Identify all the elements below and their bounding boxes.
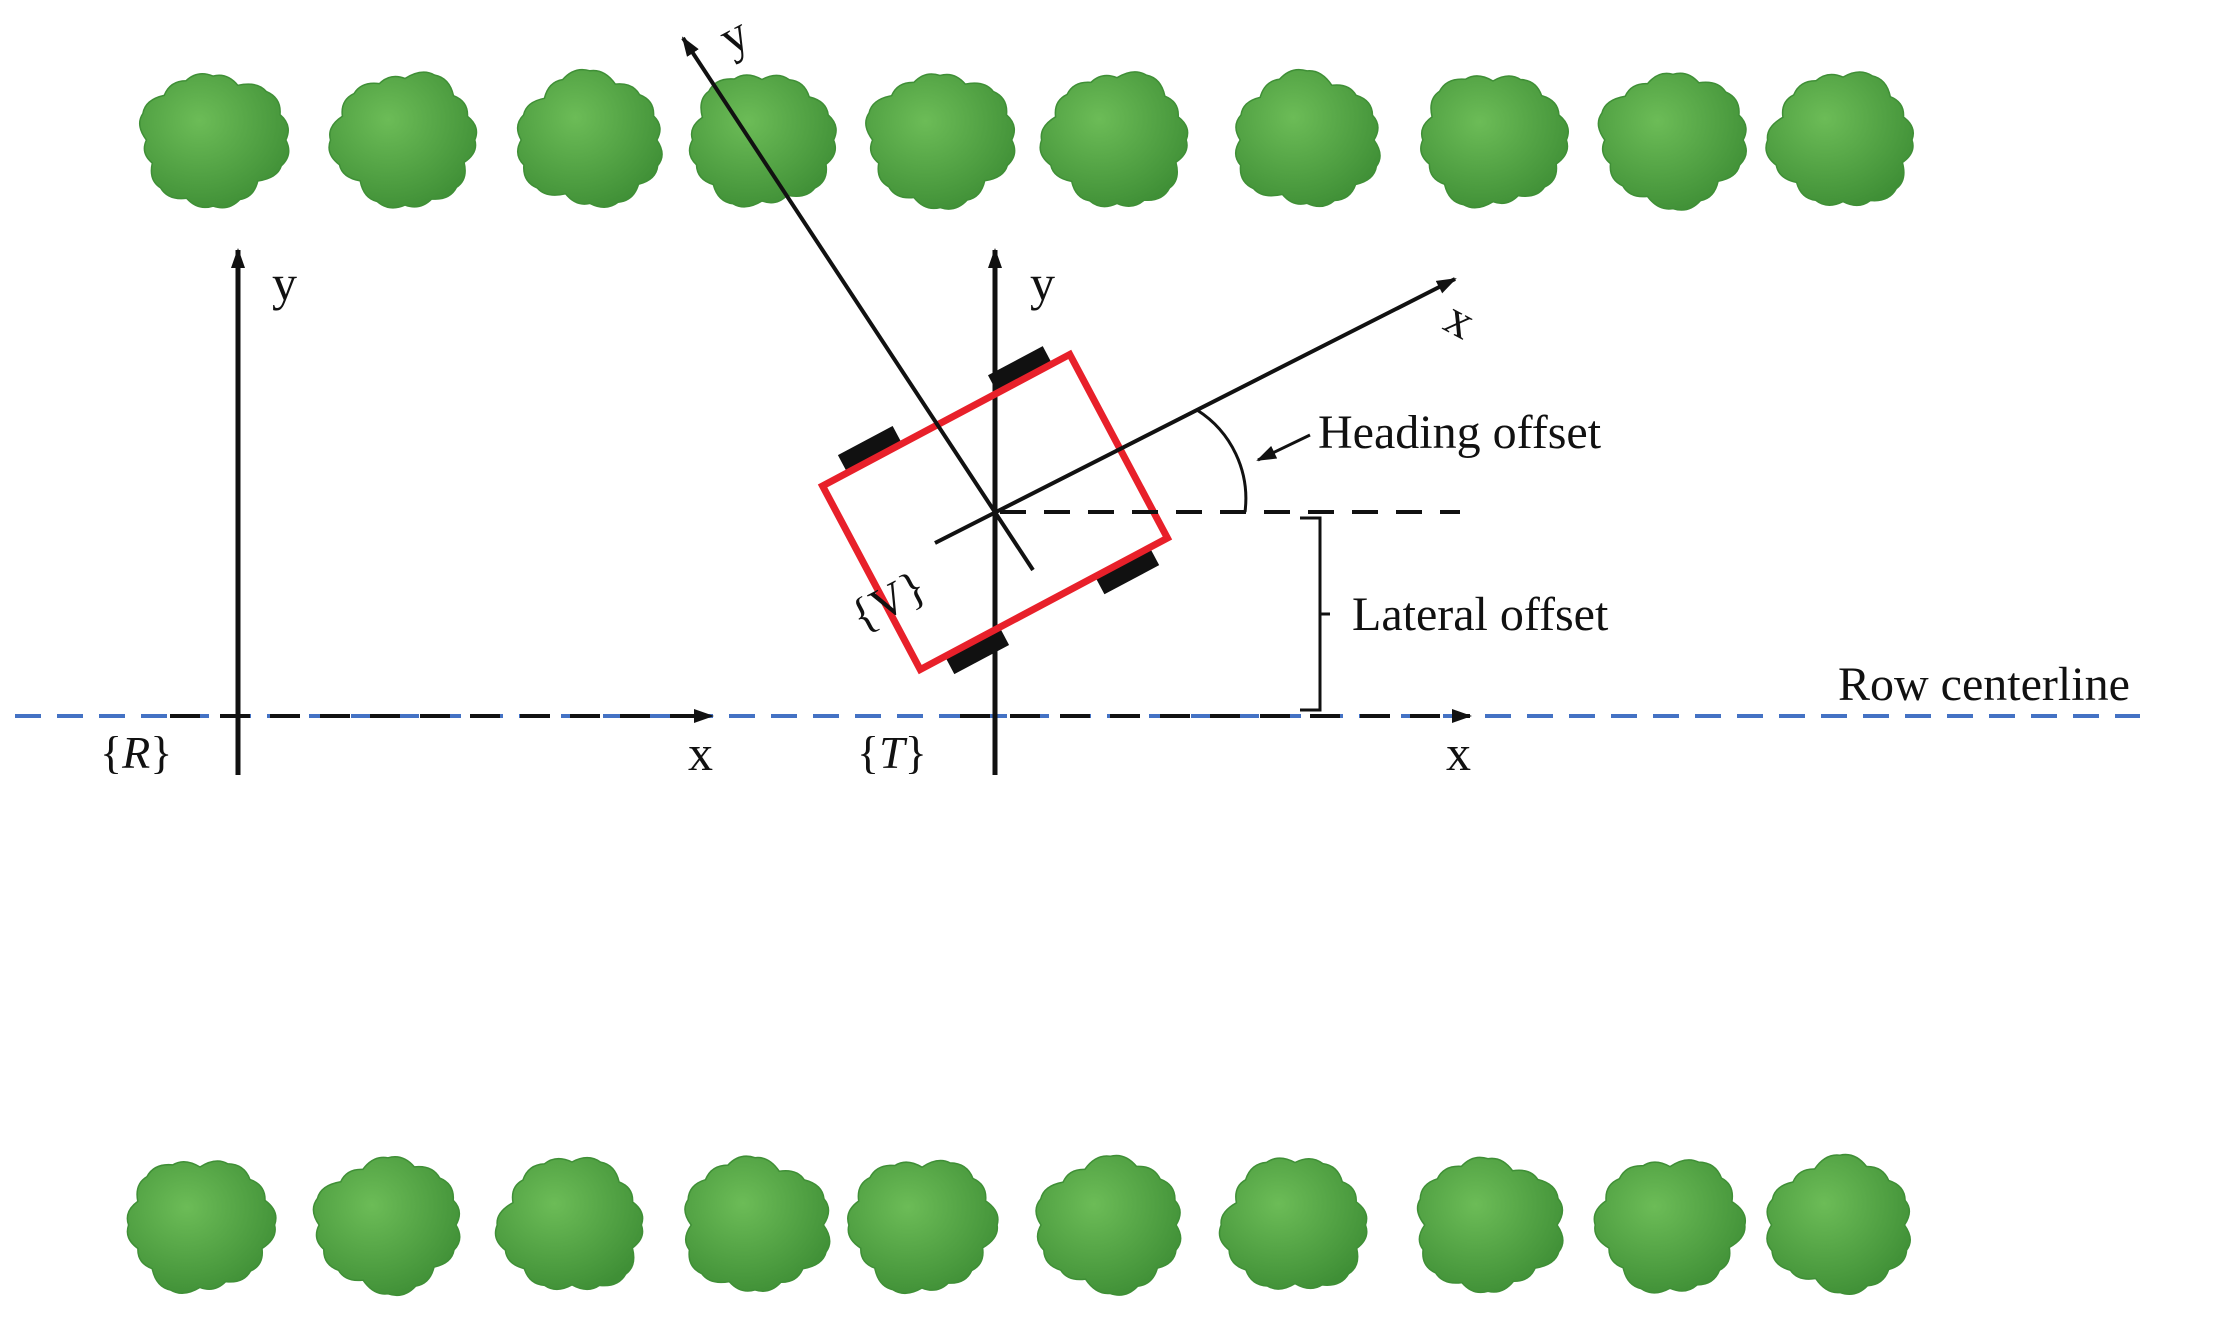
frame-v-label: {V}	[842, 560, 934, 641]
top-tree-row	[138, 68, 1915, 211]
bottom-tree-3	[494, 1156, 644, 1291]
top-tree-5	[865, 73, 1016, 210]
frame-r-axes	[170, 248, 714, 775]
bottom-tree-9	[1593, 1159, 1747, 1294]
frame-r-x-label: x	[688, 725, 713, 781]
vehicle-body	[817, 349, 1173, 675]
top-tree-9	[1597, 72, 1747, 211]
frame-t-y-label: y	[1030, 255, 1055, 311]
frame-r-label: {R}	[100, 727, 172, 778]
vehicle-wheel-front-right	[1094, 545, 1160, 595]
bottom-tree-row	[126, 1153, 1911, 1297]
lateral-offset-bracket	[1300, 516, 1330, 712]
heading-offset-pointer	[1256, 433, 1311, 462]
top-tree-6	[1039, 71, 1189, 208]
top-tree-8	[1420, 75, 1569, 209]
vehicle-x-label: x	[1436, 289, 1484, 350]
heading-offset-arc	[1196, 408, 1248, 513]
bottom-tree-1	[126, 1160, 277, 1294]
bottom-tree-6	[1035, 1154, 1182, 1296]
bottom-tree-7	[1218, 1157, 1368, 1290]
frame-t-axes	[960, 248, 1472, 775]
vehicle-wheel-rear-right	[943, 625, 1010, 675]
top-tree-10	[1765, 71, 1915, 207]
vehicle-x-axis	[934, 277, 1457, 545]
bottom-tree-5	[847, 1159, 999, 1295]
frame-t-x-label: x	[1446, 725, 1471, 781]
row-centerline-label: Row centerline	[1838, 658, 2130, 711]
frame-r-y-label: y	[272, 255, 297, 311]
frame-t-label: {T}	[857, 727, 927, 778]
bottom-tree-10	[1766, 1153, 1911, 1295]
top-tree-1	[138, 73, 290, 209]
top-tree-2	[328, 71, 478, 209]
vehicle-wheel-rear-left	[837, 425, 903, 475]
vehicle	[681, 36, 1457, 675]
lateral-offset-label: Lateral offset	[1352, 588, 1609, 641]
top-tree-3	[516, 68, 663, 208]
vehicle-wheel-front-left	[987, 346, 1054, 395]
top-tree-4	[688, 74, 837, 208]
top-tree-7	[1234, 68, 1381, 208]
bottom-tree-4	[684, 1155, 831, 1292]
vehicle-y-label: y	[709, 4, 757, 65]
vehicle-y-axis	[681, 36, 1035, 572]
heading-offset-label: Heading offset	[1318, 406, 1602, 459]
bottom-tree-8	[1416, 1156, 1564, 1294]
bottom-tree-2	[312, 1156, 461, 1297]
